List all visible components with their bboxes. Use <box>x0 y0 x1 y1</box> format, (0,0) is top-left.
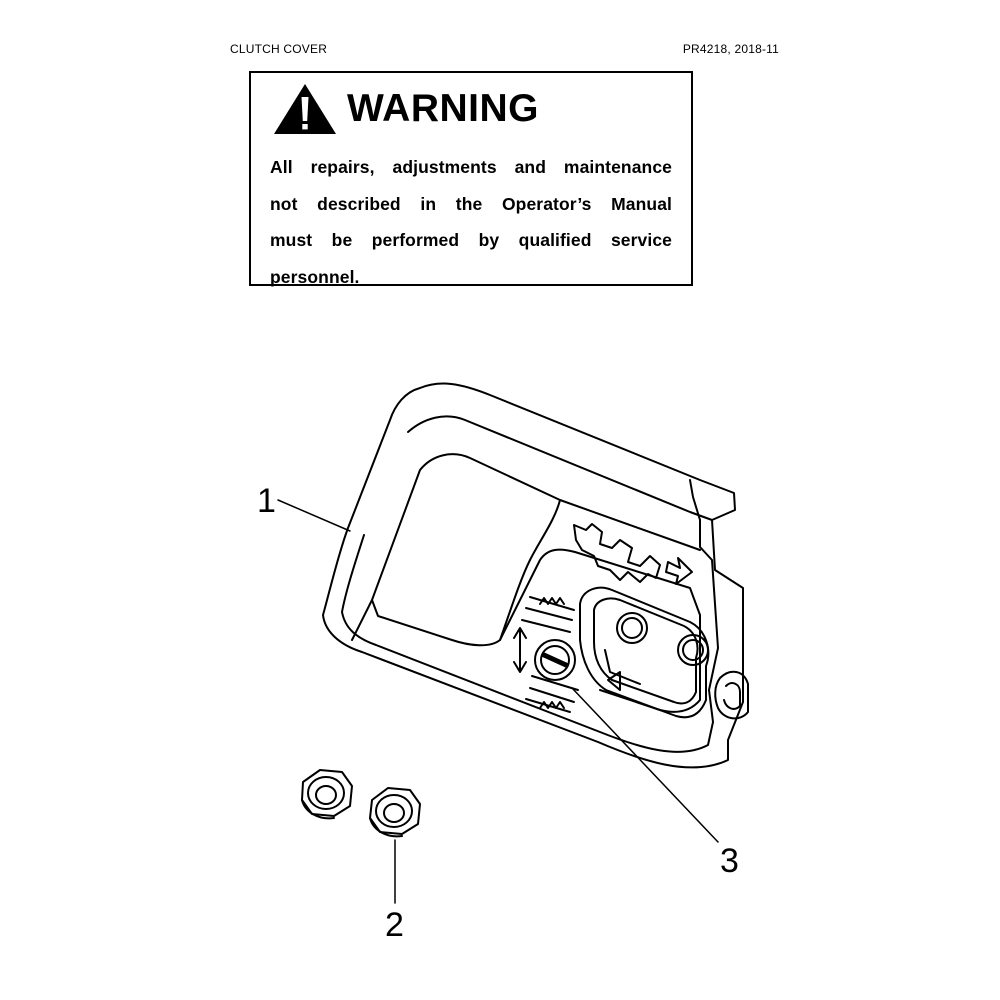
warning-header: WARNING <box>273 83 539 135</box>
warning-message: All repairs, adjustments and maintenance… <box>270 149 672 295</box>
document-reference: PR4218, 2018-11 <box>682 42 779 56</box>
warning-line: must be performed by qualified service <box>270 230 672 250</box>
callout-label-1: 1 <box>257 482 276 520</box>
warning-triangle-icon <box>274 84 336 134</box>
flange-nut-drawing <box>369 787 421 838</box>
warning-box: WARNING All repairs, adjustments and mai… <box>249 71 693 287</box>
page-title: CLUTCH COVER <box>230 42 328 56</box>
warning-title: WARNING <box>347 87 539 130</box>
clutch-cover-drawing <box>322 382 749 769</box>
flange-nut-drawing <box>301 769 353 820</box>
warning-line: personnel. <box>270 266 360 287</box>
warning-line: not described in the Operator’s Manual <box>270 193 672 214</box>
warning-line: All repairs, adjustments and maintenance <box>270 157 672 177</box>
callout-label-3: 3 <box>720 842 739 880</box>
leader-line-3 <box>571 687 719 843</box>
leader-line-1 <box>277 499 351 532</box>
callout-label-2: 2 <box>385 906 404 944</box>
